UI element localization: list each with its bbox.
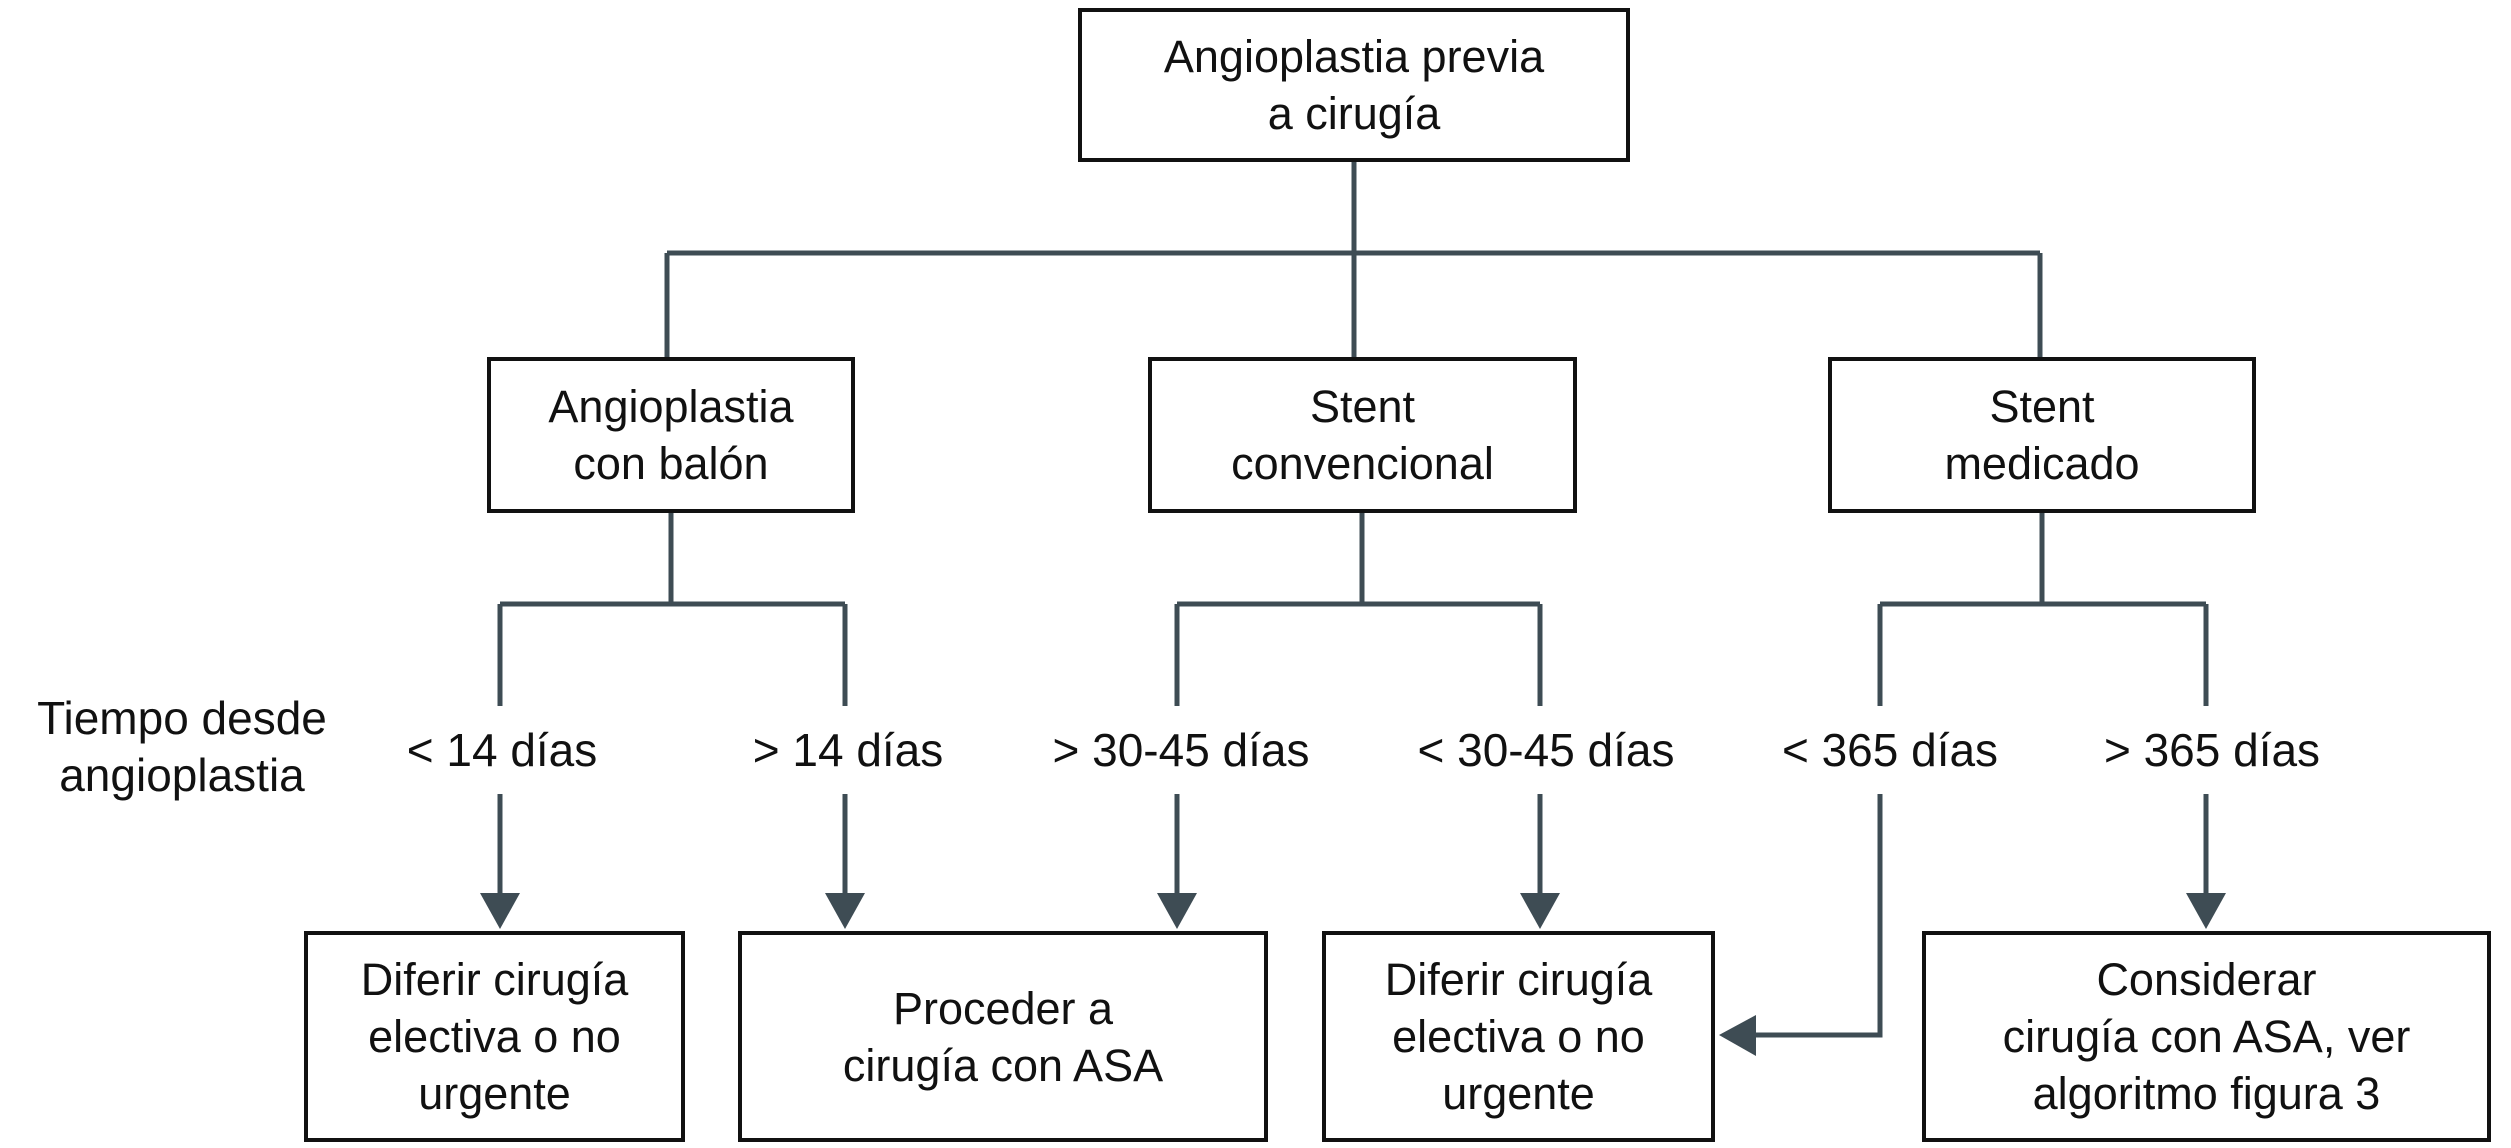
arrowhead-gt14-down — [825, 893, 865, 929]
edge-label-gt14: > 14 días — [752, 724, 944, 776]
node-balloon-angioplasty: Angioplastia con balón — [487, 357, 855, 513]
edge-label-gt3045: > 30-45 días — [1052, 724, 1310, 776]
node-defer-surgery-left: Diferir cirugía electiva o no urgente — [304, 931, 685, 1142]
arrowhead-gt365-down — [2186, 893, 2226, 929]
node-bare-metal-stent: Stent convencional — [1148, 357, 1577, 513]
connector-drugstent-left-elbow — [1752, 794, 1883, 1038]
edge-label-gt365: > 365 días — [2103, 724, 2321, 776]
edge-label-lt3045: < 30-45 días — [1417, 724, 1675, 776]
label-time-since-angioplasty: Tiempo desde angioplastia — [37, 692, 327, 801]
edge-label-lt365: < 365 días — [1781, 724, 1999, 776]
arrowhead-gt3045-down — [1157, 893, 1197, 929]
node-proceed-surgery-asa: Proceder a cirugía con ASA — [738, 931, 1268, 1142]
arrowhead-lt365-left — [1719, 1015, 1756, 1056]
node-root: Angioplastia previa a cirugía — [1078, 8, 1630, 162]
arrowhead-lt3045-down — [1520, 893, 1560, 929]
node-drug-eluting-stent: Stent medicado — [1828, 357, 2256, 513]
node-defer-surgery-right: Diferir cirugía electiva o no urgente — [1322, 931, 1715, 1142]
arrowhead-lt14-down — [480, 893, 520, 929]
edge-label-lt14: < 14 días — [406, 724, 598, 776]
node-consider-surgery-asa: Considerar cirugía con ASA, ver algoritm… — [1922, 931, 2491, 1142]
